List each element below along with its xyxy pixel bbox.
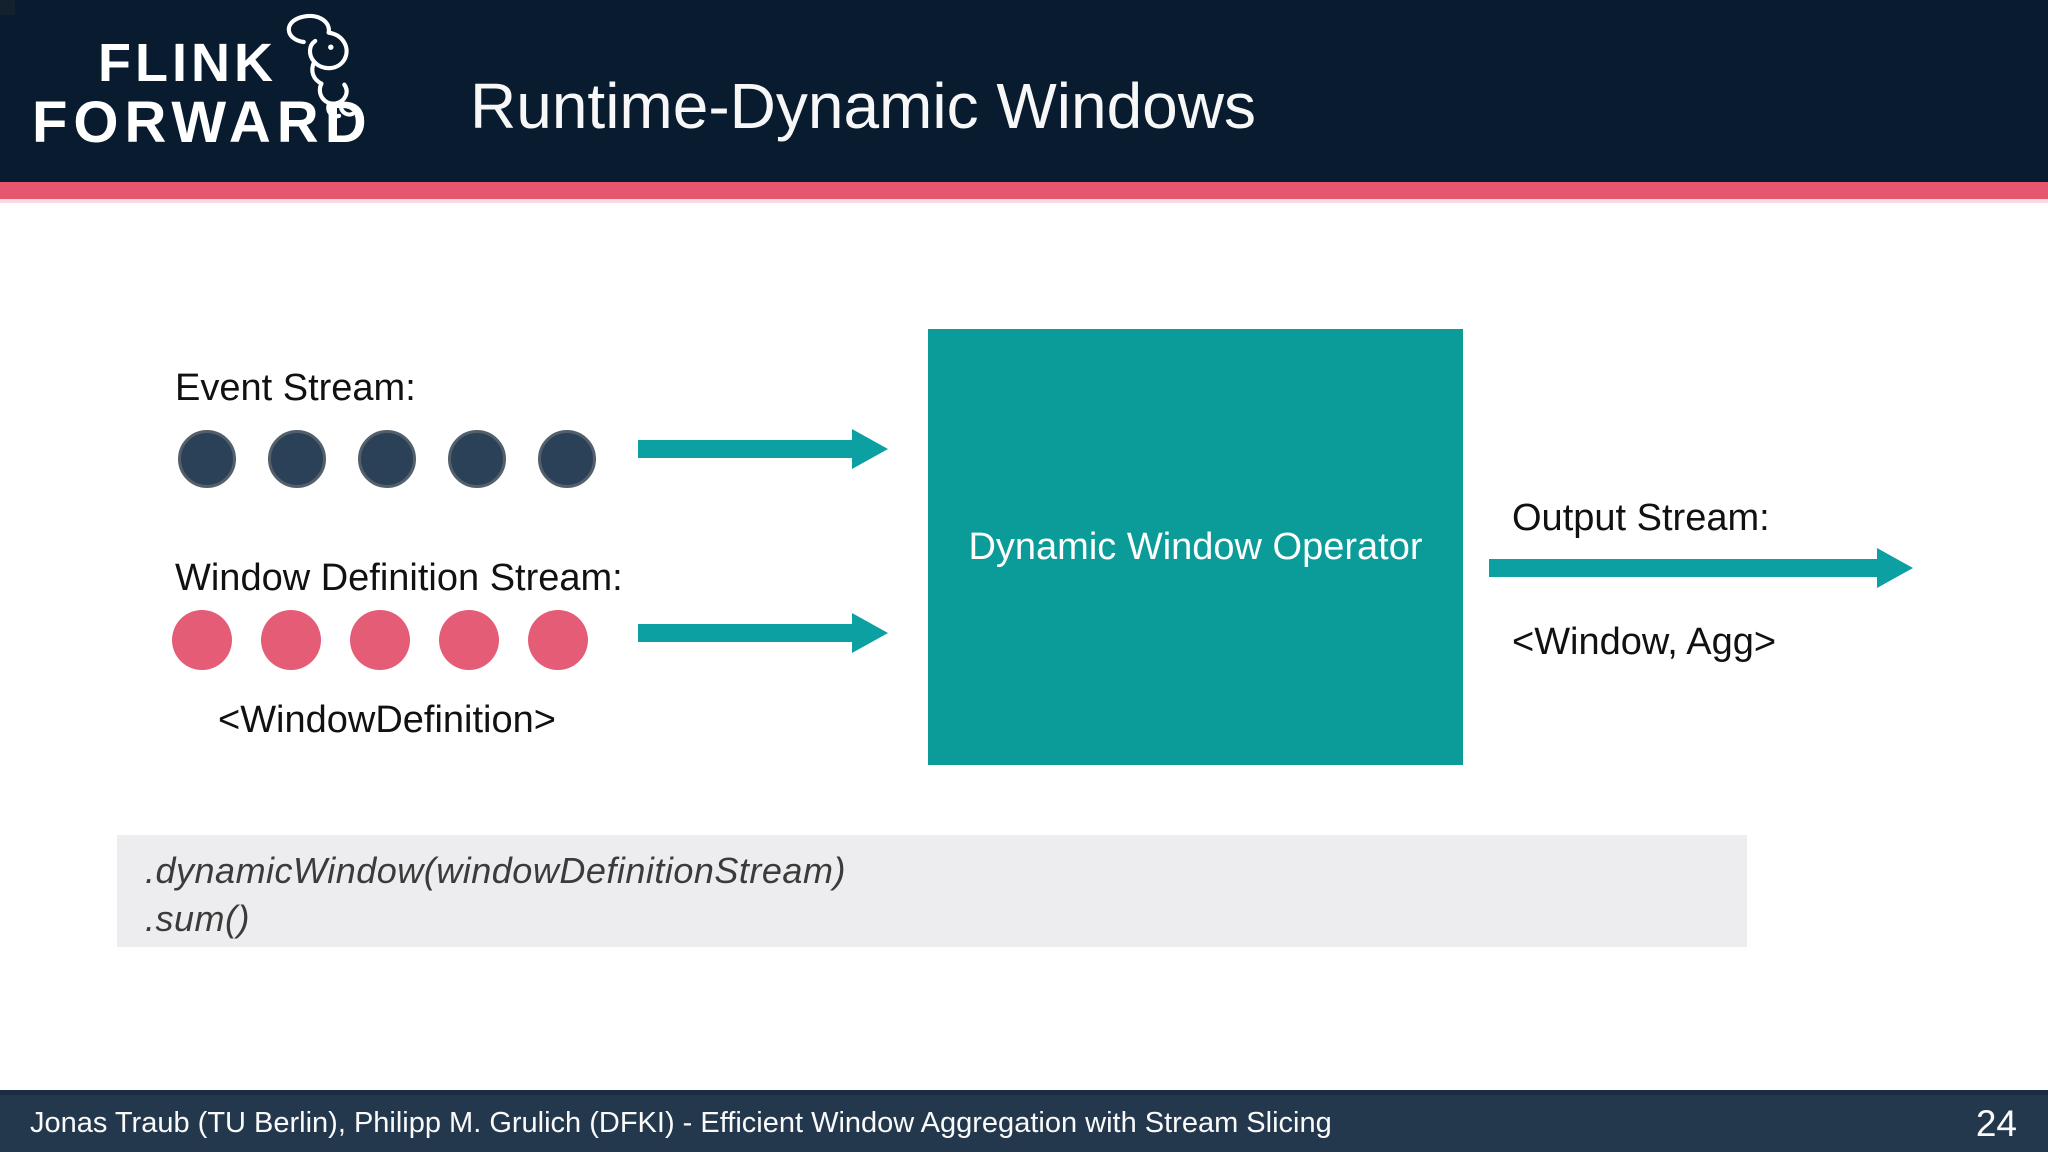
footer-bar: Jonas Traub (TU Berlin), Philipp M. Grul… — [0, 1090, 2048, 1152]
page-number: 24 — [1975, 1102, 2017, 1144]
corner-accent — [0, 0, 15, 15]
arrow-head-icon — [852, 613, 888, 653]
arrow-head-icon — [852, 429, 888, 469]
footer-citation: Jonas Traub (TU Berlin), Philipp M. Grul… — [30, 1107, 1332, 1139]
code-line-2: .sum() — [145, 898, 250, 939]
window-definition-stream-arrow — [638, 613, 888, 653]
code-line-1: .dynamicWindow(windowDefinitionStream) — [145, 850, 846, 891]
flink-forward-logo: FLINK FORWARD — [0, 0, 380, 182]
accent-stripe-light — [0, 199, 2048, 203]
header-bar: FLINK FORWARD Runtime-Dynamic Windows — [0, 0, 2048, 182]
window-definition-stream-label: Window Definition Stream: — [175, 557, 623, 599]
stream-dot — [261, 610, 321, 670]
slide-title: Runtime-Dynamic Windows — [470, 70, 1256, 142]
stream-dot — [268, 430, 326, 488]
stream-dot — [439, 610, 499, 670]
stream-dot — [358, 430, 416, 488]
stream-dot — [538, 430, 596, 488]
stream-dot — [350, 610, 410, 670]
window-definition-type-label: <WindowDefinition> — [218, 699, 556, 741]
dynamic-window-operator-box: Dynamic Window Operator — [928, 329, 1463, 765]
event-stream-dots — [178, 430, 596, 488]
arrow-shaft — [1489, 559, 1879, 577]
code-snippet: .dynamicWindow(windowDefinitionStream) .… — [117, 835, 1747, 947]
event-stream-arrow — [638, 429, 888, 469]
accent-stripe — [0, 182, 2048, 199]
event-stream-label: Event Stream: — [175, 367, 416, 409]
operator-label: Dynamic Window Operator — [968, 525, 1423, 568]
stream-dot — [528, 610, 588, 670]
stream-dot — [172, 610, 232, 670]
output-stream-label: Output Stream: — [1512, 497, 1770, 539]
squirrel-icon — [286, 13, 355, 119]
arrow-head-icon — [1877, 548, 1913, 588]
logo-text-forward: FORWARD — [32, 90, 373, 155]
logo-text-flink: FLINK — [98, 33, 277, 93]
stream-dot — [448, 430, 506, 488]
stream-dot — [178, 430, 236, 488]
arrow-shaft — [638, 624, 854, 642]
output-type-label: <Window, Agg> — [1512, 621, 1777, 663]
window-definition-stream-dots — [172, 610, 588, 670]
arrow-shaft — [638, 440, 854, 458]
output-stream-arrow — [1489, 548, 1915, 588]
